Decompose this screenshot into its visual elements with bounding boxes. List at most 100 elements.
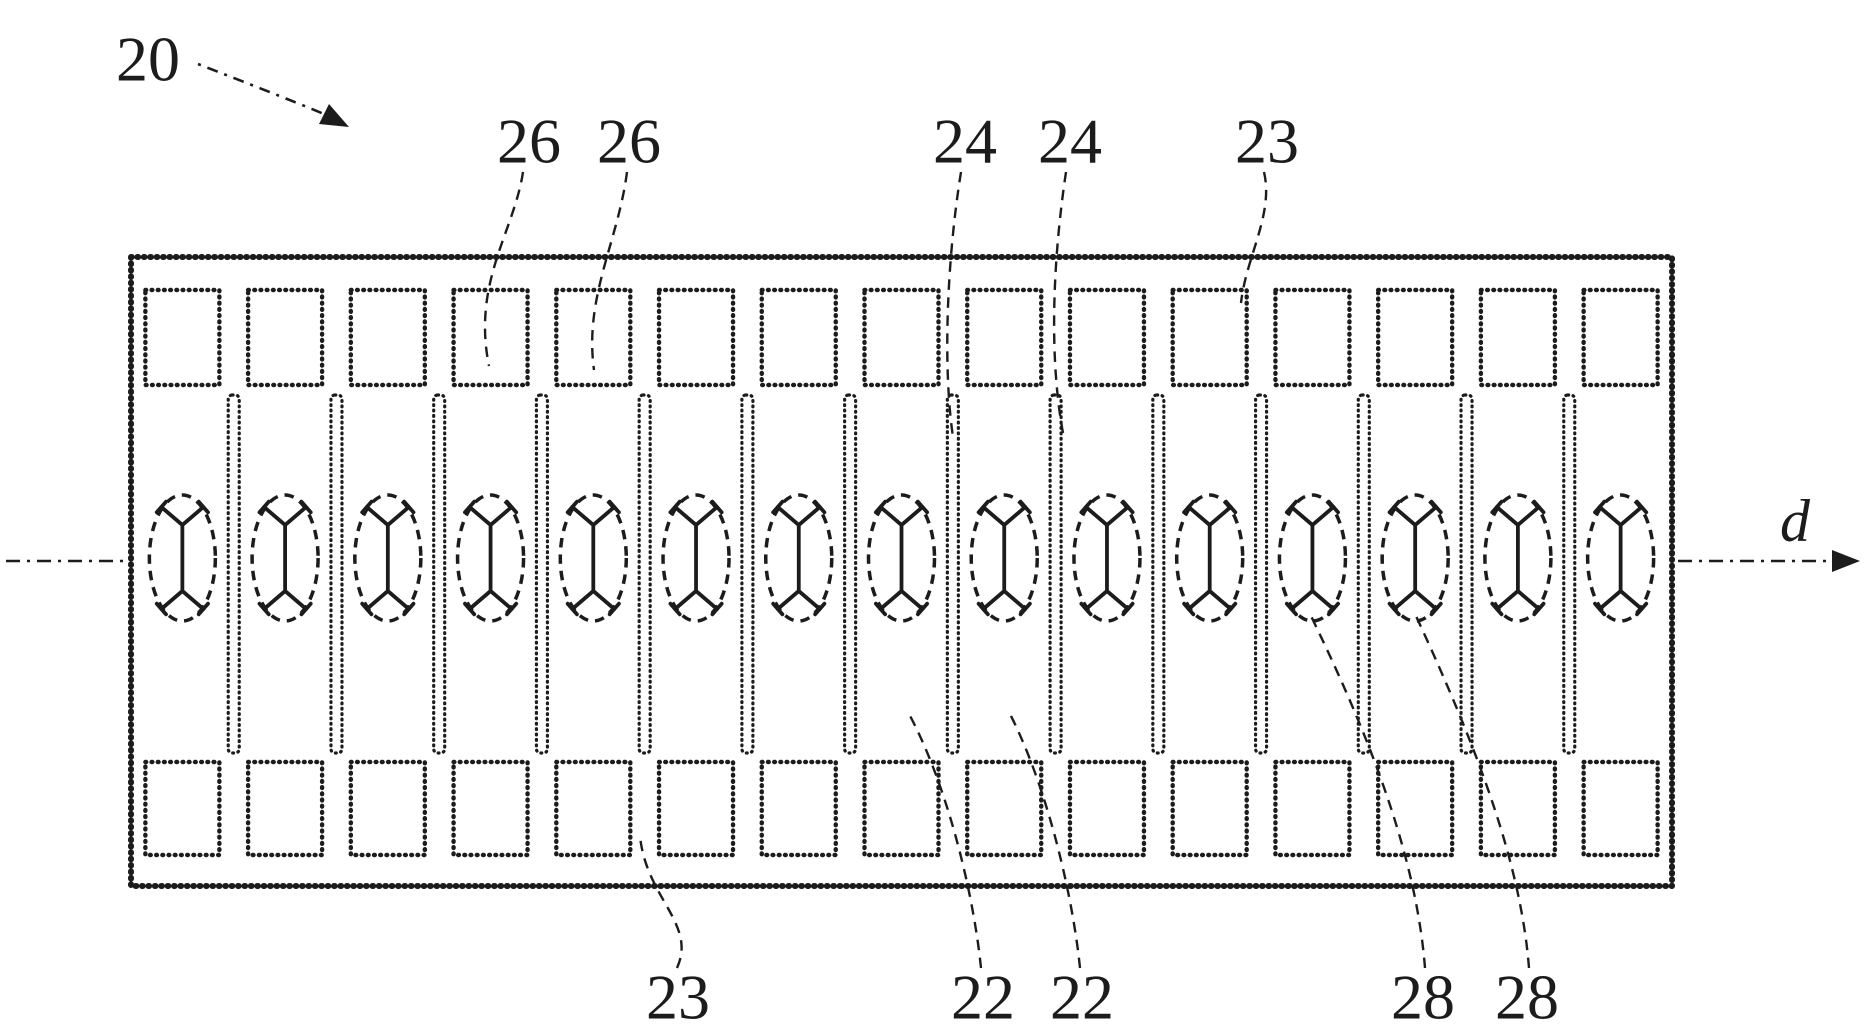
callout-leader-line-22 (906, 711, 983, 969)
fiber-core-lines (1289, 505, 1336, 611)
fiber-ellipse-outline (866, 493, 937, 623)
fiber-core-lines (1084, 505, 1130, 611)
fiber-end-ticks (565, 499, 621, 617)
direction-arrowhead (1832, 550, 1860, 572)
fiber-end-ticks (463, 499, 519, 617)
bottom-electrode-square (1581, 759, 1660, 858)
separator-bar (534, 393, 550, 755)
bottom-electrode-square (1375, 759, 1455, 858)
separator-bar (945, 393, 960, 755)
bottom-electrode-square (1273, 759, 1352, 858)
top-electrode-square (1170, 287, 1249, 388)
separator-bar (740, 393, 755, 755)
top-electrode-square (759, 287, 838, 388)
figure-reference-arrowhead (319, 104, 349, 127)
callout-leader-line-26 (590, 171, 629, 371)
fiber-core-lines (775, 505, 822, 611)
fiber-ellipse (147, 493, 218, 623)
fiber-end-ticks (771, 499, 827, 617)
fiber-core-lines (159, 505, 206, 611)
direction-label: d (1780, 488, 1811, 554)
fiber-core-lines (981, 505, 1028, 611)
callout-leader-line-28 (1309, 615, 1427, 969)
fiber-ellipse-outline (1380, 493, 1450, 623)
top-electrode-square (965, 287, 1044, 388)
callout-label-28: 28 (1495, 962, 1559, 1027)
callout-label-22: 22 (951, 962, 1015, 1027)
fiber-core-lines (1597, 505, 1644, 611)
top-electrode-square (1273, 287, 1352, 388)
fiber-end-ticks (1593, 499, 1649, 617)
fiber-ellipse-outline (353, 493, 423, 623)
fiber-ellipse (661, 493, 731, 623)
fiber-ellipse-outline (1585, 493, 1656, 623)
fiber-core-lines (878, 505, 925, 611)
fiber-end-ticks (360, 499, 416, 617)
callout-label-26: 26 (497, 106, 561, 177)
bottom-electrode-square (759, 759, 838, 858)
bottom-electrode-square (245, 759, 325, 858)
top-electrode-square (656, 287, 736, 388)
top-electrode-square (245, 287, 325, 388)
callout-label-28: 28 (1391, 962, 1455, 1027)
fiber-ellipse-outline (1174, 493, 1245, 623)
callout-leader-line-24 (946, 171, 963, 438)
separator-bar (1459, 393, 1474, 755)
separator-bar (432, 393, 447, 755)
fiber-ellipse (558, 493, 629, 623)
separator-bar (1356, 393, 1371, 755)
fiber-end-ticks (1079, 499, 1135, 617)
fiber-end-ticks (257, 499, 313, 617)
callout-label-22: 22 (1050, 962, 1114, 1027)
bottom-electrode-square (1478, 759, 1558, 858)
fiber-ellipse-outline (147, 493, 218, 623)
separator-bar (843, 393, 858, 755)
fiber-ellipse (969, 493, 1039, 623)
top-electrode-square (451, 287, 530, 388)
top-electrode-square (1067, 287, 1147, 388)
fiber-ellipse (1585, 493, 1656, 623)
fiber-core-lines (1392, 505, 1439, 611)
separator-bar (226, 393, 241, 755)
callout-leader-line-23 (1239, 171, 1268, 304)
fiber-core-lines (364, 505, 411, 611)
fiber-ellipse (250, 493, 320, 623)
fiber-end-ticks (1490, 499, 1546, 617)
fiber-ellipse-outline (1277, 493, 1348, 623)
fiber-ellipse-outline (1483, 493, 1553, 623)
top-electrode-square (1375, 287, 1455, 388)
fiber-end-ticks (154, 499, 210, 617)
bottom-electrode-square (862, 759, 941, 858)
bottom-electrode-square (965, 759, 1044, 858)
fiber-ellipse-outline (1072, 493, 1142, 623)
top-electrode-square (862, 287, 941, 388)
fiber-ellipse (1380, 493, 1450, 623)
fiber-ellipse (866, 493, 937, 623)
fiber-core-lines (467, 505, 514, 611)
callout-label-26: 26 (597, 106, 661, 177)
fiber-core-lines (570, 505, 617, 611)
top-electrode-square (348, 287, 428, 388)
callout-label-24: 24 (1038, 106, 1102, 177)
fiber-end-ticks (874, 499, 929, 617)
fiber-core-lines (673, 505, 719, 611)
fiber-end-ticks (1387, 499, 1443, 617)
bottom-electrode-square (451, 759, 530, 858)
separator-bar (1048, 393, 1063, 755)
separator-bar (1562, 393, 1577, 755)
bottom-electrode-square (143, 759, 222, 858)
figure-reference-label: 20 (116, 24, 180, 95)
fiber-ellipse (1174, 493, 1245, 623)
fiber-ellipse (1483, 493, 1553, 623)
fiber-core-lines (1186, 505, 1233, 611)
fiber-ellipse-outline (558, 493, 629, 623)
separator-bar (637, 393, 652, 755)
callout-label-24: 24 (933, 106, 997, 177)
fiber-ellipse (1072, 493, 1142, 623)
callout-leader-line-23 (638, 835, 683, 969)
separator-bar (1151, 393, 1166, 755)
fiber-end-ticks (668, 499, 724, 617)
fiber-core-lines (1495, 505, 1541, 611)
bottom-electrode-square (554, 759, 633, 858)
